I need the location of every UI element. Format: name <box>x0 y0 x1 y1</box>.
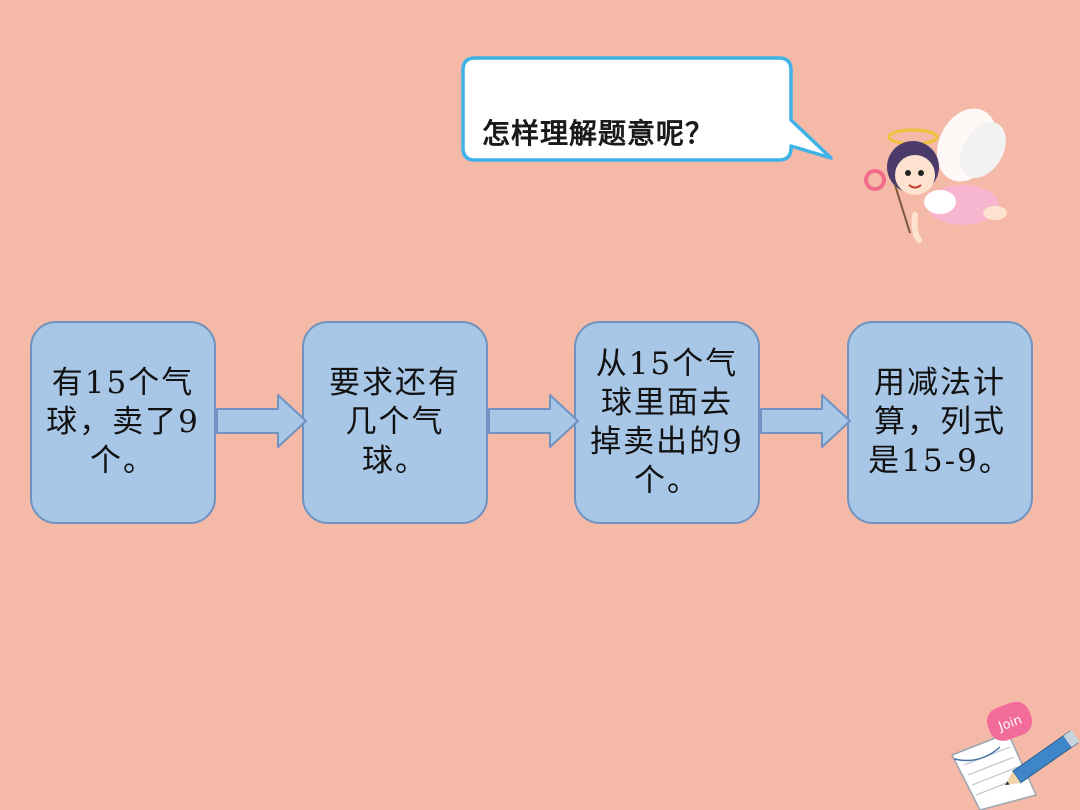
pencil-paper-icon: Join <box>950 701 1080 810</box>
flow-step-4: 用减法计算，列式是15-9。 <box>847 321 1033 524</box>
flow-step-2-text: 要求还有几个气球。 <box>329 365 461 479</box>
flow-step-2: 要求还有几个气球。 <box>302 321 488 524</box>
flow-step-1: 有15个气球，卖了9个。 <box>30 321 216 524</box>
arrow-right-icon <box>760 394 851 448</box>
flow-step-3: 从15个气球里面去掉卖出的9个。 <box>574 321 760 524</box>
flow-step-1-text: 有15个气球，卖了9个。 <box>46 365 200 479</box>
flow-step-3-text: 从15个气球里面去掉卖出的9个。 <box>590 345 744 499</box>
arrow-right-icon <box>488 394 579 448</box>
speech-bubble <box>461 56 833 162</box>
arrow-right-icon <box>216 394 307 448</box>
angel-illustration <box>864 108 1007 243</box>
bubble-question: 怎样理解题意呢？ <box>482 117 715 150</box>
flow-step-4-text: 用减法计算，列式是15-9。 <box>868 365 1012 479</box>
